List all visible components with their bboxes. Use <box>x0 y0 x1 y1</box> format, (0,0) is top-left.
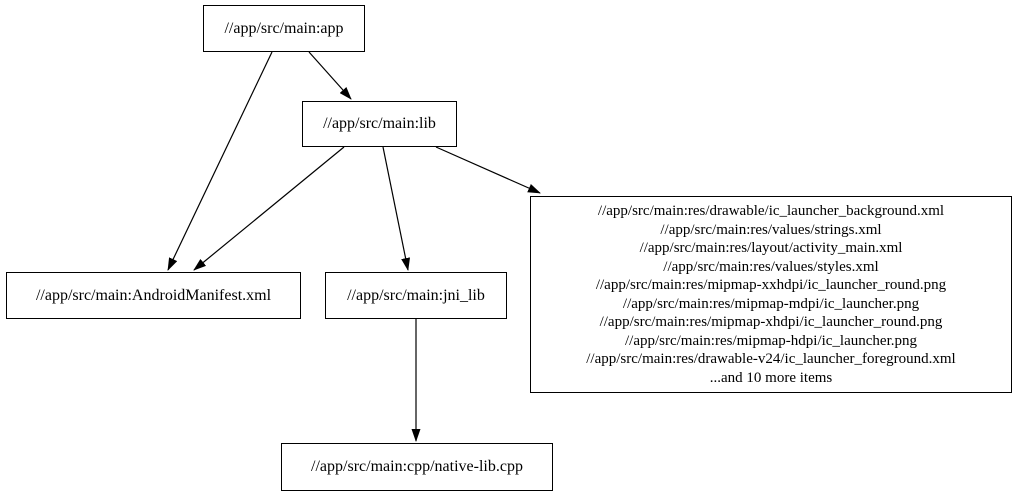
node-label-line: //app/src/main:res/mipmap-xxhdpi/ic_laun… <box>595 277 947 293</box>
node-res-files: //app/src/main:res/drawable/ic_launcher_… <box>530 196 1012 393</box>
node-label-line: //app/src/main:res/drawable/ic_launcher_… <box>597 203 945 219</box>
node-label-line: //app/src/main:res/drawable-v24/ic_launc… <box>586 351 956 367</box>
node-label: //app/src/main:app <box>224 19 344 37</box>
node-label-line: ...and 10 more items <box>709 369 833 386</box>
node-label: //app/src/main:cpp/native-lib.cpp <box>311 458 523 476</box>
node-label-line: //app/src/main:res/layout/activity_main.… <box>639 240 903 256</box>
node-label-line: //app/src/main:res/mipmap-xhdpi/ic_launc… <box>599 314 943 330</box>
node-label-line: //app/src/main:res/values/styles.xml <box>663 258 879 275</box>
edge-lib-to-res-group <box>435 146 541 194</box>
node-label: //app/src/main:jni_lib <box>347 286 485 304</box>
edge-lib-to-android-manifest <box>193 146 345 271</box>
node-lib: //app/src/main:lib <box>302 101 457 147</box>
node-label-line: //app/src/main:res/mipmap-mdpi/ic_launch… <box>622 295 920 312</box>
node-native-lib-cpp: //app/src/main:cpp/native-lib.cpp <box>281 443 553 491</box>
node-android-manifest: //app/src/main:AndroidManifest.xml <box>6 272 301 319</box>
edge-app-to-lib <box>308 51 352 100</box>
edge-lib-to-jni-lib <box>382 146 411 271</box>
node-app: //app/src/main:app <box>203 5 365 52</box>
node-label-line: //app/src/main:res/mipmap-hdpi/ic_launch… <box>624 332 917 349</box>
node-jni-lib: //app/src/main:jni_lib <box>325 272 507 319</box>
node-label: //app/src/main:AndroidManifest.xml <box>35 286 272 304</box>
edge-app-to-android-manifest <box>167 51 273 271</box>
node-label: //app/src/main:lib <box>323 115 436 133</box>
node-label-line: //app/src/main:res/values/strings.xml <box>660 221 882 238</box>
